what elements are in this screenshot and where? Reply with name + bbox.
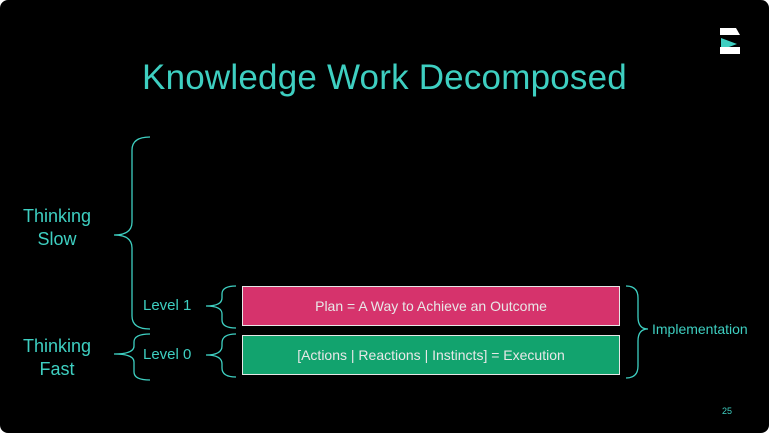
thinking-slow-line-1: Thinking <box>22 206 92 226</box>
execution-box-text: [Actions | Reactions | Instincts] = Exec… <box>297 347 565 363</box>
implementation-brace <box>625 285 649 379</box>
thinking-slow-label: Thinking Slow <box>14 205 100 251</box>
thinking-fast-brace <box>113 333 151 381</box>
implementation-label: Implementation <box>652 321 748 337</box>
level-1-label: Level 1 <box>143 297 192 314</box>
thinking-slow-line-2: Slow <box>37 229 77 249</box>
logo-icon <box>720 28 740 54</box>
level-0-label: Level 0 <box>143 346 192 363</box>
thinking-fast-label: Thinking Fast <box>14 335 100 381</box>
thinking-fast-line-1: Thinking <box>22 336 92 356</box>
level-0-brace <box>205 333 237 378</box>
slide-title: Knowledge Work Decomposed <box>142 58 627 97</box>
execution-box: [Actions | Reactions | Instincts] = Exec… <box>242 335 620 375</box>
level-1-brace <box>205 285 237 329</box>
thinking-fast-line-2: Fast <box>39 359 75 379</box>
page-number: 25 <box>722 406 733 416</box>
plan-box: Plan = A Way to Achieve an Outcome <box>242 286 620 326</box>
thinking-slow-brace <box>113 136 151 330</box>
plan-box-text: Plan = A Way to Achieve an Outcome <box>315 298 547 314</box>
